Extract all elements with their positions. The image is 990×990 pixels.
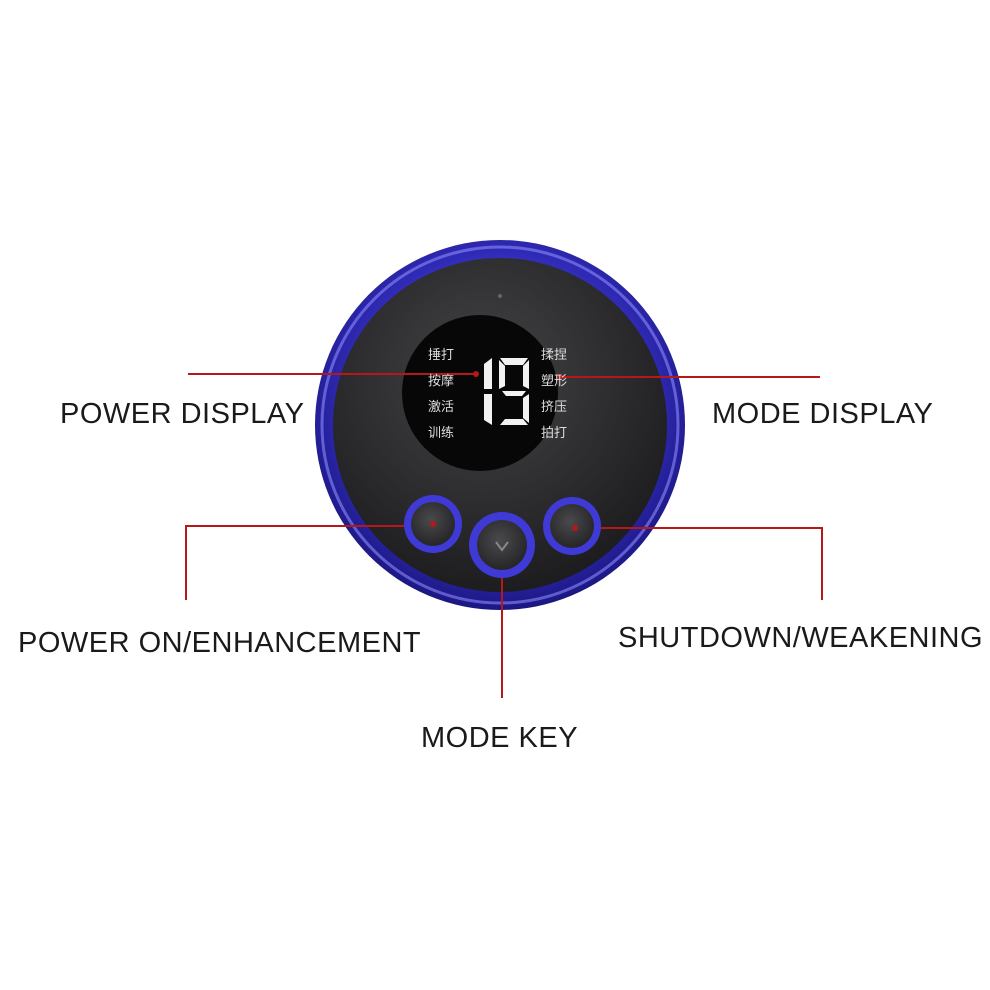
mode-list-left: 捶打 按摩 激活 训练 bbox=[428, 343, 468, 447]
leader-dot-mode-display bbox=[557, 374, 563, 380]
mode-label: 拍打 bbox=[541, 426, 568, 441]
power-display-label: POWER DISPLAY bbox=[60, 398, 305, 430]
leader-dot-power-display bbox=[473, 371, 479, 377]
mode-label: 激活 bbox=[428, 400, 455, 415]
mode-label: 塑形 bbox=[541, 374, 568, 389]
mode-label: 按摩 bbox=[428, 374, 455, 389]
leader-shutdown bbox=[575, 527, 823, 600]
mode-list-right: 揉捏 塑形 挤压 拍打 bbox=[541, 343, 581, 447]
leader-lines bbox=[185, 373, 823, 698]
power-on-button[interactable] bbox=[404, 495, 462, 553]
shutdown-label: SHUTDOWN/WEAKENING bbox=[618, 622, 984, 654]
device-top-dot bbox=[498, 294, 502, 298]
lcd-screen bbox=[402, 315, 558, 471]
mode-label: 捶打 bbox=[428, 348, 455, 363]
mode-display-label: MODE DISPLAY bbox=[712, 398, 934, 430]
shutdown-button[interactable] bbox=[543, 497, 601, 555]
mode-key-button[interactable] bbox=[469, 512, 535, 578]
power-on-label: POWER ON/ENHANCEMENT bbox=[18, 627, 422, 659]
mode-label: 挤压 bbox=[541, 400, 568, 415]
power-digits bbox=[484, 358, 529, 425]
mode-label: 训练 bbox=[428, 426, 455, 441]
device-ring-highlight bbox=[320, 245, 680, 605]
mode-label: 揉捏 bbox=[541, 348, 568, 363]
mode-key-label: MODE KEY bbox=[421, 722, 579, 754]
leader-power-on bbox=[185, 525, 433, 600]
